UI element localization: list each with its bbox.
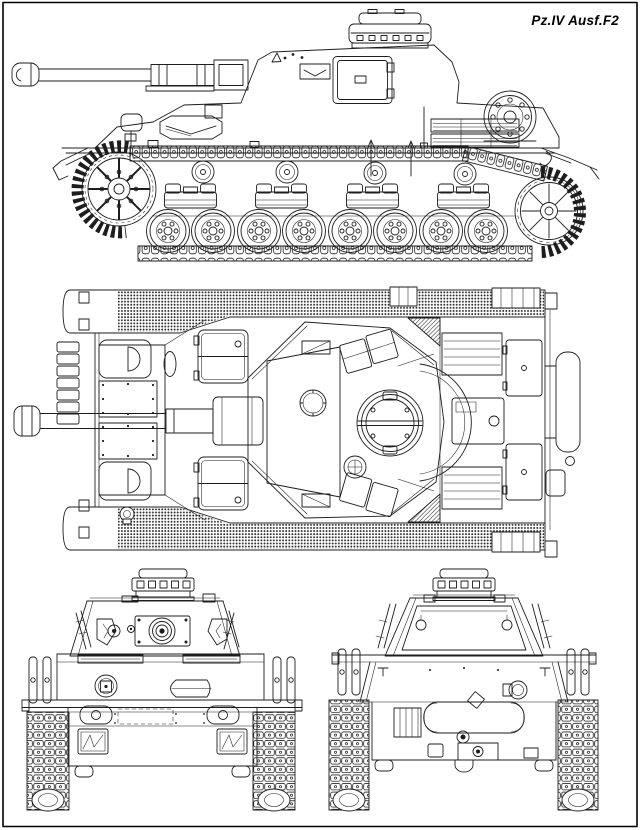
cupola-rear — [432, 568, 496, 601]
muffler-top — [555, 351, 581, 453]
brake-vent — [77, 728, 109, 755]
glacis-plate — [98, 380, 158, 418]
engine-grille — [441, 332, 503, 376]
track-band-bottom — [62, 506, 546, 551]
sprocket-disc — [28, 656, 52, 704]
muzzle-brake-front — [148, 617, 176, 645]
turret-rear — [384, 597, 544, 657]
turret-hatch-door — [332, 56, 393, 104]
rear-grille — [393, 707, 422, 738]
fender-tools — [119, 286, 541, 553]
gun-mantlet — [134, 615, 191, 647]
engine-grille — [441, 466, 503, 510]
hull-mg-visor — [182, 654, 241, 664]
side-view — [11, 9, 600, 262]
driver-hatch — [193, 329, 249, 384]
engine-hatch — [505, 443, 543, 501]
engine-hatch — [505, 339, 543, 397]
drive-sprocket — [81, 151, 157, 227]
drawing-title: Pz.IV Ausf.F2 — [531, 13, 619, 28]
idler-wheel — [514, 176, 584, 246]
glacis-plate — [98, 422, 158, 460]
turret-side-hatch-open — [339, 472, 399, 518]
cupola-top — [356, 389, 424, 457]
horn-plate — [170, 679, 211, 698]
muffler-rear — [423, 701, 525, 734]
bogie — [437, 183, 490, 209]
road-wheel-rear — [332, 788, 366, 812]
turret-side-hatch-open — [339, 328, 399, 374]
tow-bracket — [79, 705, 113, 725]
sprocket-disc — [272, 656, 296, 704]
track-front-right — [252, 711, 296, 811]
idler-disc — [337, 648, 361, 696]
track-top-run — [129, 145, 469, 162]
smoke-candle-rack — [508, 680, 528, 700]
turret-side — [240, 9, 460, 104]
turret-bustle — [419, 363, 472, 482]
return-roller — [275, 160, 299, 184]
turret-ventilator — [343, 455, 367, 479]
road-wheel-rear — [561, 788, 595, 812]
headlight-front — [94, 674, 118, 698]
tow-bracket — [206, 705, 240, 725]
brake-hatch — [98, 461, 152, 501]
coax-mg-port — [127, 625, 135, 633]
loader-hatch — [299, 389, 327, 417]
road-wheel-front — [31, 788, 65, 812]
headlight — [120, 113, 143, 132]
bogie — [164, 183, 217, 209]
spare-track-links — [56, 341, 80, 425]
turret-top — [247, 321, 472, 519]
ventilator — [163, 351, 177, 377]
return-roller — [453, 162, 477, 186]
driver-visor — [77, 654, 144, 664]
bogie — [255, 183, 308, 209]
tow-coupling — [454, 759, 474, 773]
pistol-port — [415, 619, 427, 631]
pistol-port — [501, 619, 513, 631]
running-gear — [71, 140, 586, 262]
return-roller — [191, 160, 215, 184]
engine-louvre — [430, 118, 520, 133]
cupola-front — [131, 568, 195, 601]
engine-deck — [407, 292, 581, 558]
front-view — [21, 568, 303, 812]
spare-wheel — [483, 90, 537, 144]
gun-barrel — [11, 59, 249, 92]
road-wheel-front — [257, 788, 291, 812]
top-view — [13, 286, 581, 558]
turret-front — [69, 600, 241, 657]
track-band-top — [62, 289, 546, 334]
brake-vent — [216, 728, 248, 755]
gunsight-aperture — [107, 624, 121, 638]
bogie — [346, 183, 399, 209]
radio-operator-hatch — [193, 456, 249, 511]
rear-view — [328, 568, 599, 812]
idler-disc — [566, 648, 590, 696]
track-front-curve — [71, 140, 130, 239]
brake-hatch — [98, 339, 152, 379]
track-rear-curve — [538, 166, 586, 259]
gun-barrel-top — [13, 396, 264, 446]
return-roller — [363, 161, 387, 185]
